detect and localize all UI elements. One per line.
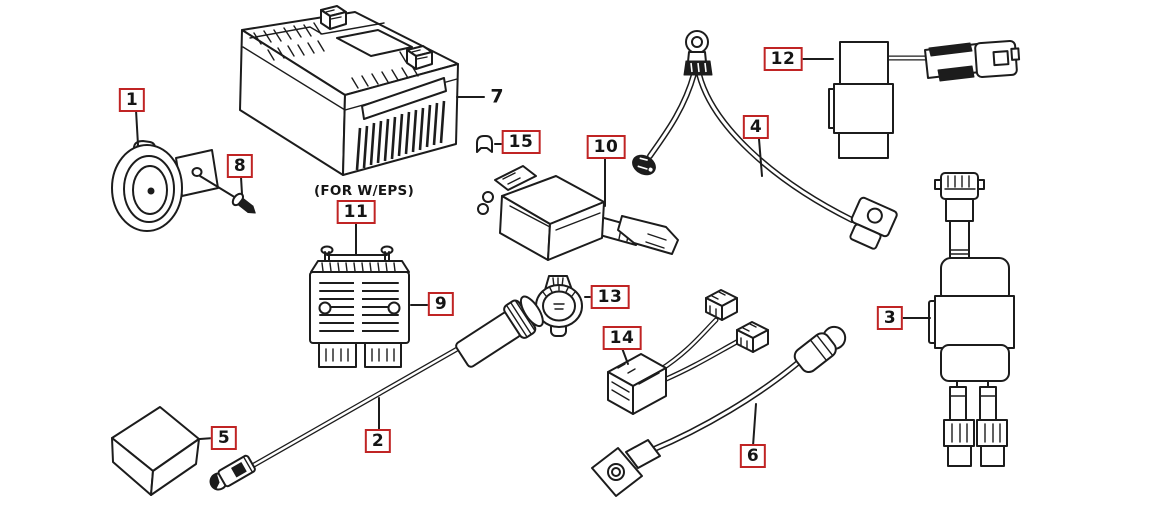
callout-6[interactable]: 6 bbox=[739, 444, 767, 468]
starter-cable-illustration bbox=[591, 325, 847, 497]
relay-illustration bbox=[828, 39, 1021, 159]
callout-15[interactable]: 15 bbox=[501, 130, 541, 154]
callout-13[interactable]: 13 bbox=[590, 285, 630, 309]
ignition-coil-illustration bbox=[477, 165, 679, 261]
starter-relay-illustration bbox=[928, 172, 1015, 467]
socket-cap-illustration bbox=[535, 275, 583, 337]
callout-8[interactable]: 8 bbox=[226, 154, 254, 178]
callout-12[interactable]: 12 bbox=[763, 47, 803, 71]
callout-5[interactable]: 5 bbox=[210, 426, 238, 450]
branch-connector bbox=[632, 154, 656, 176]
box-illustration bbox=[111, 406, 200, 496]
horn-illustration bbox=[111, 140, 237, 232]
callout-11[interactable]: 11 bbox=[336, 200, 376, 224]
accessory-socket-cable-illustration bbox=[209, 295, 544, 491]
callout-14[interactable]: 14 bbox=[602, 326, 642, 350]
callout-2[interactable]: 2 bbox=[364, 429, 392, 453]
callout-4[interactable]: 4 bbox=[742, 115, 770, 139]
sub-harness-illustration bbox=[607, 289, 769, 415]
callout-1[interactable]: 1 bbox=[118, 88, 146, 112]
callout-7: 7 bbox=[490, 85, 504, 108]
callout-9[interactable]: 9 bbox=[427, 292, 455, 316]
callout-10[interactable]: 10 bbox=[586, 135, 626, 159]
screw-illustration bbox=[231, 192, 256, 214]
regulator-rectifier-illustration bbox=[309, 260, 410, 368]
battery-illustration bbox=[239, 5, 459, 176]
ground-cable-illustration bbox=[632, 30, 898, 250]
callout-3[interactable]: 3 bbox=[876, 306, 904, 330]
eps-note: (FOR W/EPS) bbox=[313, 183, 415, 199]
clip-illustration bbox=[476, 135, 493, 153]
battery-terminal bbox=[320, 5, 347, 30]
battery-terminal bbox=[406, 45, 433, 70]
